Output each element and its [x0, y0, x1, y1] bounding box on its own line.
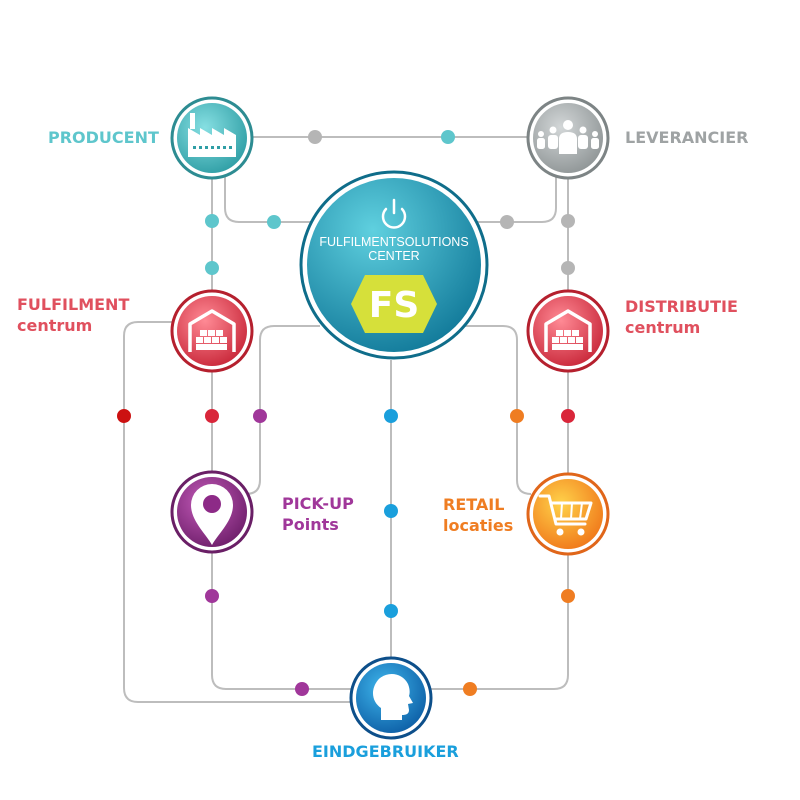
node-leverancier — [526, 96, 610, 180]
node-eindgebruiker — [349, 656, 433, 740]
dot-red — [561, 409, 575, 423]
node-producent — [170, 96, 254, 180]
center-title-line1: FULFILMENTSOLUTIONS — [319, 235, 468, 249]
user-head-icon — [372, 674, 413, 720]
dot-blue — [384, 604, 398, 618]
node-distributie — [526, 289, 610, 373]
label-distributie: DISTRIBUTIE centrum — [625, 297, 738, 337]
factory-icon — [188, 113, 236, 157]
fs-badge-text: FS — [369, 285, 420, 326]
dot-orange — [510, 409, 524, 423]
fs-badge — [351, 275, 437, 333]
line-center-retail — [460, 325, 532, 495]
label-producent: PRODUCENT — [48, 128, 159, 147]
connector-dots — [117, 130, 575, 696]
shopping-cart-icon — [538, 494, 593, 536]
line-retail-eindgebruiker — [430, 552, 569, 690]
dot-purple — [205, 589, 219, 603]
dot-orange — [463, 682, 477, 696]
dot-grey — [561, 261, 575, 275]
node-center: FULFILMENTSOLUTIONS CENTER FS — [299, 170, 489, 360]
node-pickup — [170, 470, 254, 554]
node-retail — [526, 472, 610, 556]
dot-dark-red — [117, 409, 131, 423]
dot-blue — [384, 409, 398, 423]
power-icon — [381, 198, 407, 229]
line-fulfilment-eindgebruiker — [123, 321, 350, 703]
dot-teal — [267, 215, 281, 229]
dot-purple — [295, 682, 309, 696]
warehouse-icon — [544, 309, 592, 352]
label-eindgebruiker: EINDGEBRUIKER — [312, 742, 459, 761]
dot-orange — [561, 589, 575, 603]
dot-red — [205, 409, 219, 423]
dot-teal — [205, 261, 219, 275]
line-pickup-eindgebruiker — [211, 552, 352, 690]
line-producent-center — [224, 172, 312, 223]
dot-teal — [205, 214, 219, 228]
label-leverancier: LEVERANCIER — [625, 128, 749, 147]
label-fulfilment: FULFILMENT centrum — [17, 295, 130, 335]
dot-purple — [253, 409, 267, 423]
label-pickup: PICK-UP Points — [282, 494, 354, 534]
label-retail: RETAIL locaties — [443, 495, 514, 535]
warehouse-icon — [188, 309, 236, 352]
center-title-line2: CENTER — [368, 249, 419, 263]
node-fulfilment — [170, 289, 254, 373]
dot-grey — [308, 130, 322, 144]
dot-teal — [441, 130, 455, 144]
people-group-icon — [537, 120, 599, 154]
dot-grey — [561, 214, 575, 228]
line-leverancier-center — [470, 172, 557, 223]
dot-grey — [500, 215, 514, 229]
dot-blue — [384, 504, 398, 518]
map-pin-icon — [191, 484, 233, 545]
